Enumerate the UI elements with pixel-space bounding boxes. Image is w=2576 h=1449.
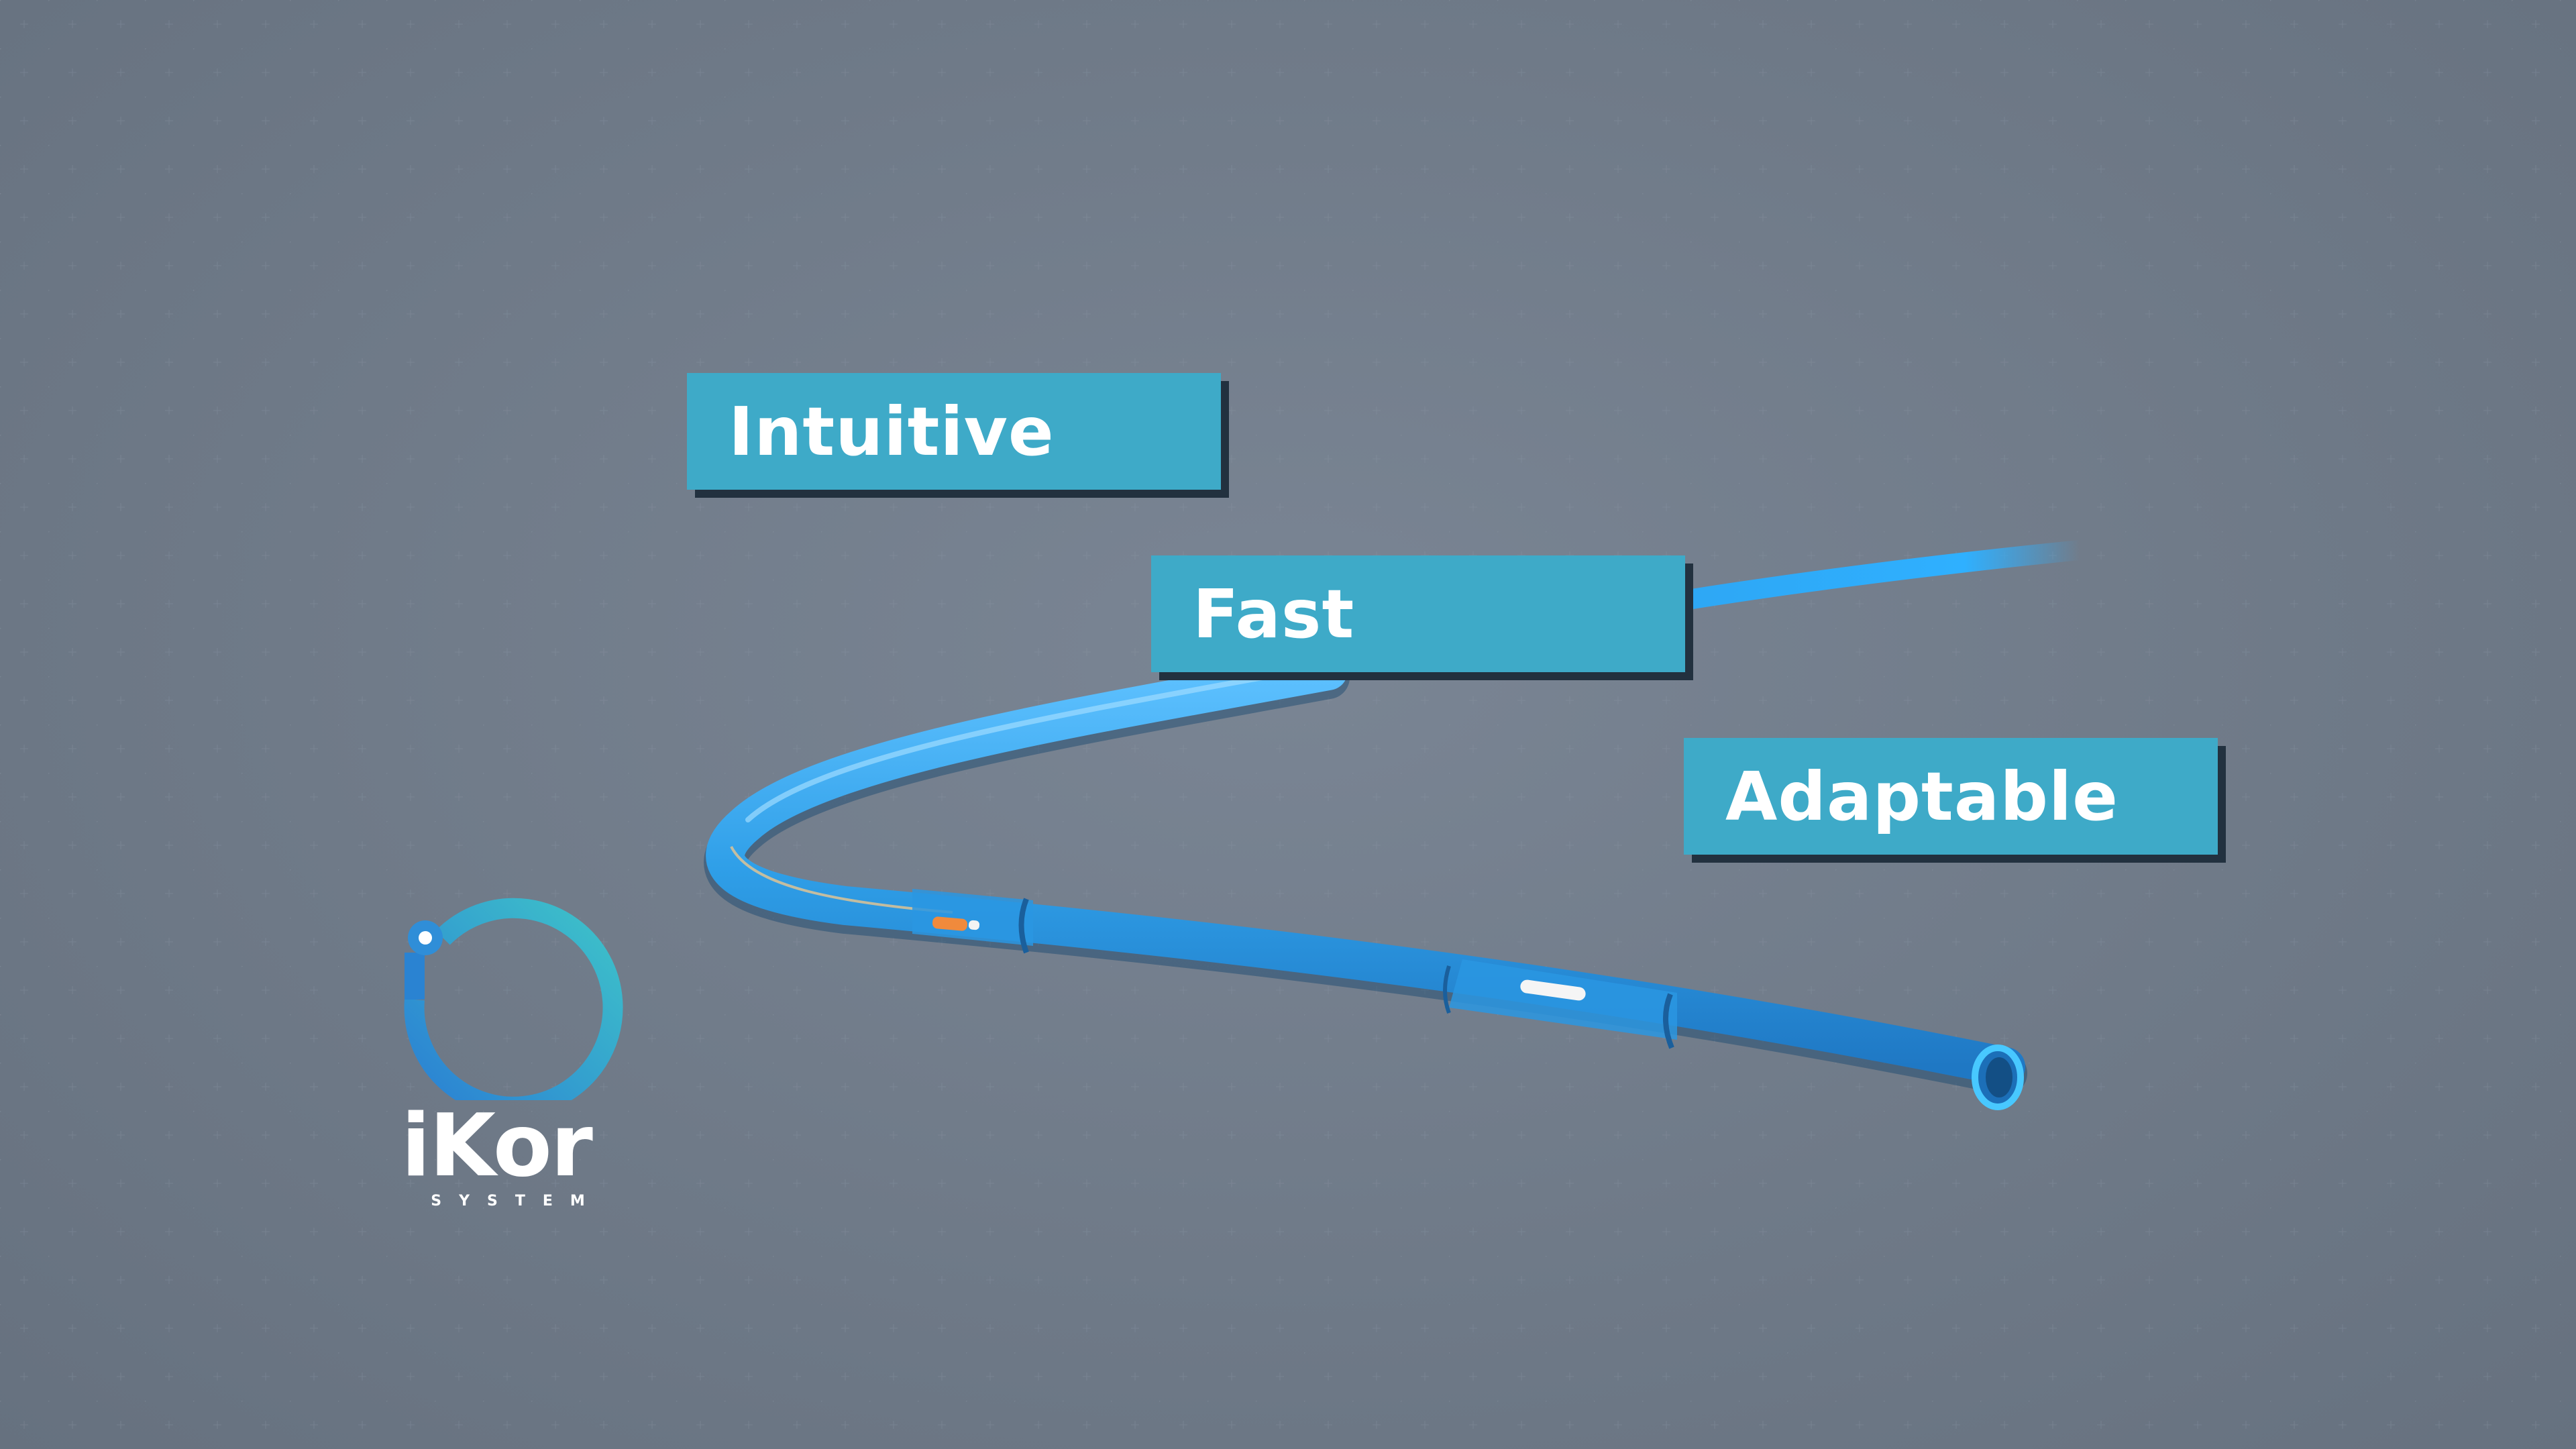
ikor-ring-icon [404, 898, 623, 1100]
ikor-wordmark: iKor [401, 1100, 594, 1187]
label-adaptable: Adaptable [1684, 738, 2218, 855]
label-fast: Fast [1151, 555, 1685, 672]
catheter-band-3 [1663, 993, 1674, 1049]
catheter-band-2 [1443, 965, 1451, 1014]
white-electrode-small [968, 920, 980, 930]
label-intuitive-text: Intuitive [729, 392, 1055, 471]
catheter-highlight [745, 663, 1331, 822]
white-electrode [1520, 979, 1586, 1001]
label-fast-text: Fast [1193, 574, 1355, 653]
catheter-band-1 [1018, 898, 1029, 954]
label-intuitive: Intuitive [687, 373, 1221, 490]
catheter-sleeve-1 [912, 889, 1033, 946]
ikor-logo: iKor SYSTEM [396, 879, 637, 1228]
orange-electrode [932, 916, 968, 931]
catheter-sleeve-2 [1449, 959, 1677, 1040]
ikor-subtitle: SYSTEM [431, 1193, 602, 1210]
catheter-guide-wire [730, 846, 953, 914]
catheter-shaft [706, 651, 2025, 1086]
ikor-wordmark-text: iKor [401, 1100, 593, 1187]
catheter-tip-lumen [1986, 1057, 2012, 1097]
label-adaptable-text: Adaptable [1725, 757, 2119, 836]
